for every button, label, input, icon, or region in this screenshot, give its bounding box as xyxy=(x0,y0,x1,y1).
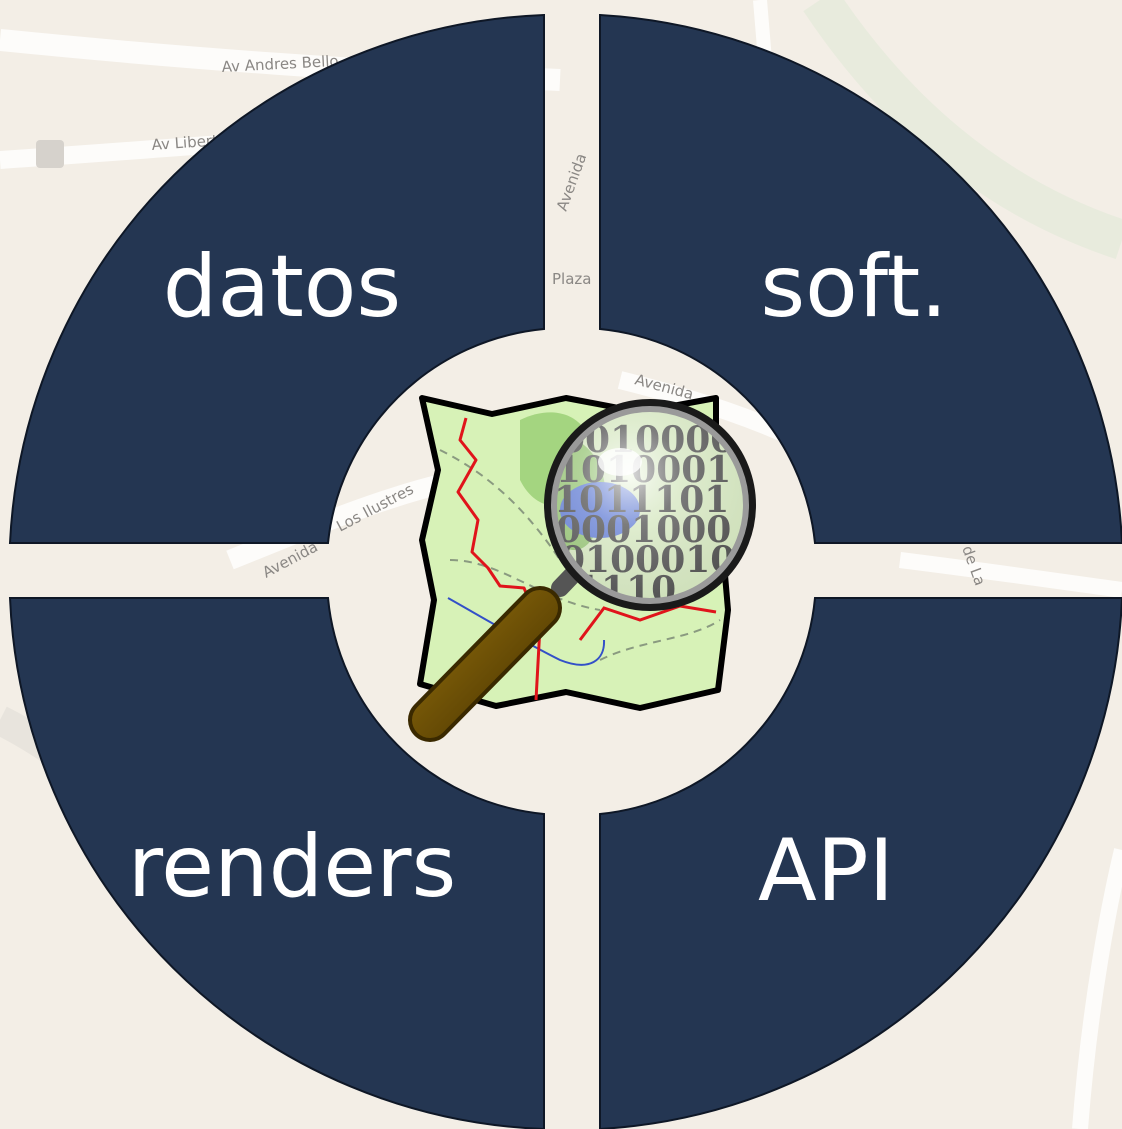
segment-renders[interactable] xyxy=(8,597,545,1129)
segment-soft[interactable] xyxy=(599,13,1122,544)
segment-datos[interactable] xyxy=(8,13,545,544)
segment-label-api: API xyxy=(758,821,894,921)
magnifier-lens: 0010000 1010001 1011101 0001000 0100010 … xyxy=(544,399,756,611)
segment-api[interactable] xyxy=(599,597,1122,1129)
osm-logo: 0010000 1010001 1011101 0001000 0100010 … xyxy=(408,395,756,742)
street-label: Plaza xyxy=(552,270,591,288)
segment-label-datos: datos xyxy=(163,237,401,337)
wheel-segments xyxy=(8,13,1122,1129)
segment-label-renders: renders xyxy=(128,817,457,917)
segment-label-soft: soft. xyxy=(760,237,947,337)
